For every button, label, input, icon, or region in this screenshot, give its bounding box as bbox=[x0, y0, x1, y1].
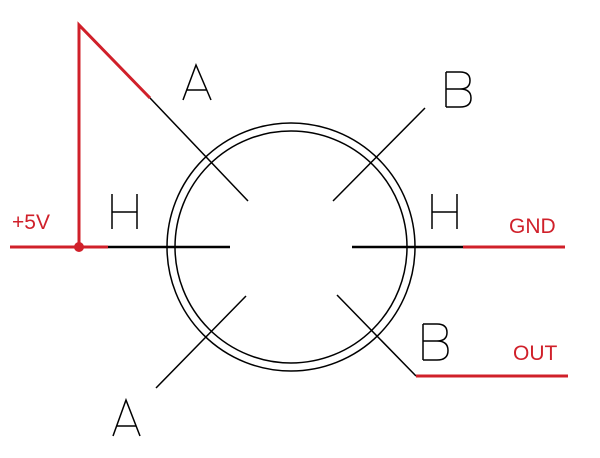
gnd-label: GND bbox=[509, 215, 556, 238]
pin-b-bottom-lead bbox=[336, 294, 417, 377]
red-wiring bbox=[10, 21, 568, 378]
junction-dot bbox=[74, 242, 84, 252]
pin-a-bottom-lead bbox=[155, 295, 247, 389]
pin-b-bottom-letter bbox=[422, 323, 449, 361]
pin-h-left-letter bbox=[111, 194, 138, 229]
vcc-label: +5V bbox=[12, 211, 50, 234]
pin-b-top-lead bbox=[332, 107, 426, 202]
pin-a-top-letter bbox=[182, 62, 212, 101]
pin-h-right-letter bbox=[431, 194, 458, 229]
vcc-to-pin-a-wire bbox=[77, 21, 152, 247]
out-label: OUT bbox=[513, 342, 558, 365]
pin-a-bottom-letter bbox=[112, 397, 141, 437]
pin-a-top-lead bbox=[149, 97, 249, 202]
pin-leads bbox=[108, 97, 463, 389]
pin-b-top-letter bbox=[445, 71, 472, 108]
pin-letters bbox=[111, 62, 472, 437]
